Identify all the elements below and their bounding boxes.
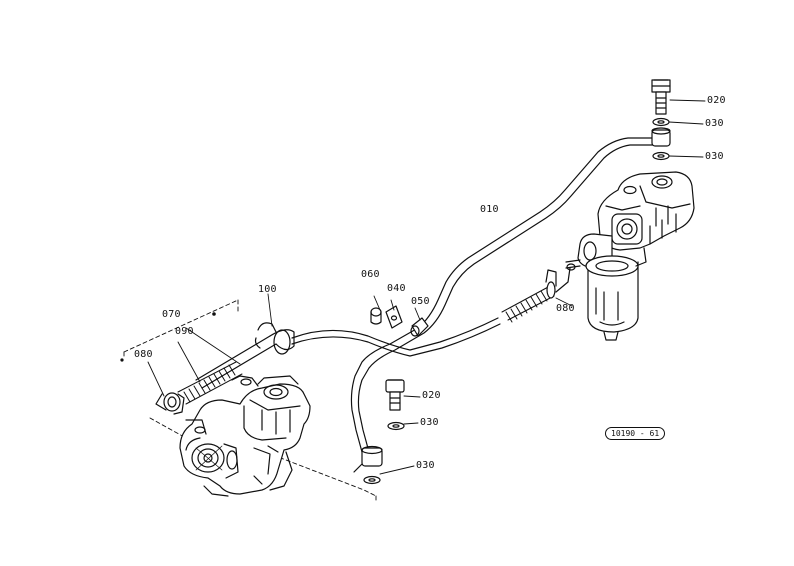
reference-dot-left [121,359,123,361]
return-pipe-100 [196,323,294,388]
label-part-050: 050 [411,296,430,307]
control-valve-assembly [566,172,694,340]
banjo-bolt-top [652,80,670,114]
banjo-bolt-middle [386,380,404,410]
label-part-070: 070 [162,309,181,320]
leader-100 [268,294,272,326]
hose-clamp-left [156,393,184,414]
label-part-020-top: 020 [707,95,726,106]
hose-clamp-right [546,264,575,298]
washer-030-top-b [653,153,669,160]
label-part-060: 060 [361,269,380,280]
label-part-040: 040 [387,283,406,294]
bolt-060 [371,296,381,324]
label-part-010: 010 [480,204,499,215]
clip-040 [386,300,402,328]
steering-gearbox [180,376,310,496]
label-part-080-right: 080 [556,303,575,314]
leader-080-left [148,362,164,396]
pipe-010 [351,138,655,452]
washer-030-top-a-hole [658,121,664,123]
label-part-090: 090 [175,326,194,337]
reference-dot [213,313,215,315]
return-pipe [292,318,500,356]
label-part-030-mid-b: 030 [416,460,435,471]
label-part-080-left: 080 [134,349,153,360]
spacer-050 [411,308,428,336]
leader-020-mid [404,396,420,397]
washer-030-mid-a [388,423,404,430]
label-part-020-mid: 020 [422,390,441,401]
washer-030-top-b-hole [658,155,664,157]
leader-090 [178,342,200,382]
washer-030-top-a [653,119,669,126]
washer-030-mid-a-hole [393,425,399,427]
label-part-030-top-a: 030 [705,118,724,129]
leader-030-mid-b [380,466,414,474]
label-part-030-mid-a: 030 [420,417,439,428]
leader-080-right [556,298,572,306]
label-part-100: 100 [258,284,277,295]
banjo-fitting-top [652,128,670,146]
leader-030-mid-a [404,423,418,424]
washer-030-mid-b [364,477,380,484]
figure-code-badge: 10190 - 61 [605,427,666,440]
banjo-fitting-middle [354,447,382,473]
hose-right [502,286,554,322]
leader-070 [186,328,240,364]
leaders-top-right [669,100,705,157]
washer-030-mid-b-hole [369,479,375,481]
label-part-030-top-b: 030 [705,151,724,162]
